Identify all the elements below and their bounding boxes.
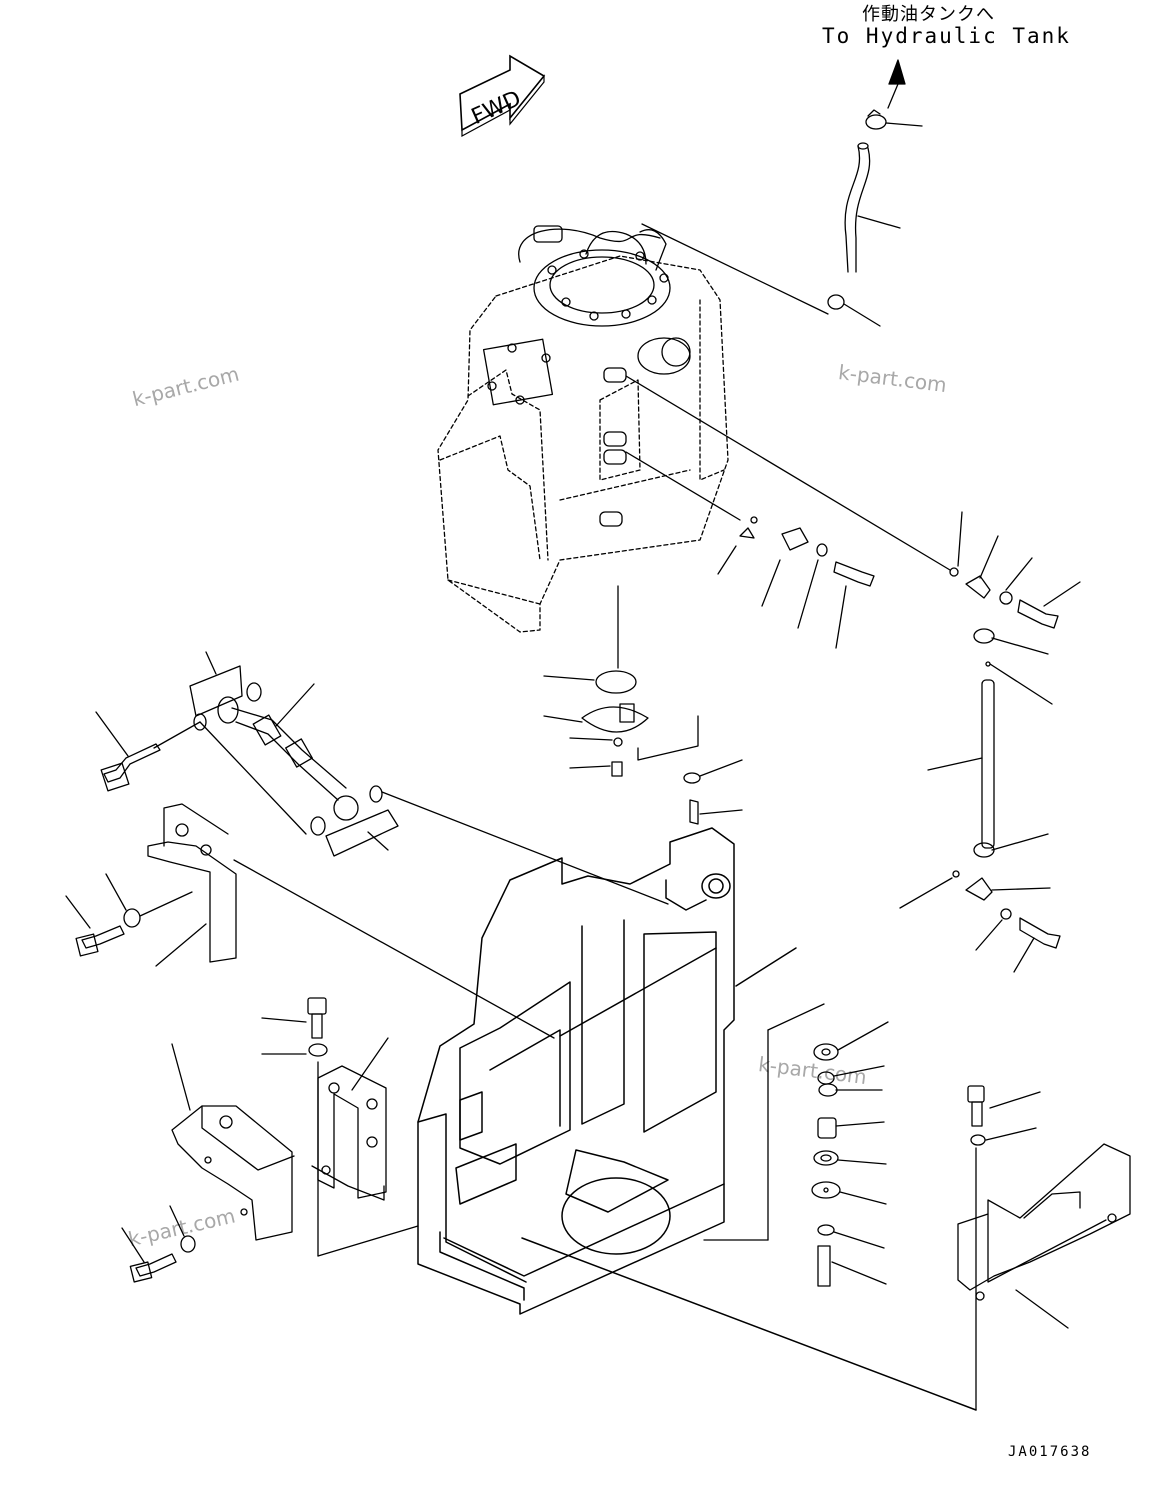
tank-mount-pads [599, 367, 627, 527]
tank-sender-flange [518, 225, 671, 327]
center-left-bolt [261, 997, 419, 1257]
destination-label-english: To Hydraulic Tank [822, 24, 1071, 48]
turnbuckle-rod [189, 651, 669, 905]
center-left-stay [311, 1037, 389, 1201]
destination-label-japanese: 作動油タンクへ [862, 4, 995, 25]
tank-side-port [482, 337, 691, 406]
pipe-clamp-bottom-set [899, 833, 1061, 973]
mount-washer-stack [703, 1003, 889, 1287]
hose-clamp-top [865, 109, 923, 130]
hose-clamp-bottom [641, 223, 881, 327]
left-bracket-upper [147, 803, 555, 1039]
drain-assembly [543, 585, 743, 825]
leader-line [625, 375, 951, 571]
pipe-clamp-top-set [949, 511, 1081, 705]
leader-line [625, 451, 741, 521]
hose [844, 142, 901, 273]
rod-bolt [95, 711, 201, 792]
main-tray [417, 827, 977, 1411]
right-tray-bolt [967, 1085, 1041, 1411]
vertical-pipe [927, 679, 995, 849]
fuel-tank [437, 255, 729, 633]
left-bracket-lower [171, 1043, 295, 1241]
left-bolt-upper [65, 873, 193, 957]
right-tray-bracket [957, 1143, 1131, 1329]
fwd-arrow-icon: FWD [459, 54, 546, 138]
tank-bracket-small [717, 516, 875, 649]
left-bolt-lower [121, 1205, 196, 1283]
drawing-number: JA017638 [1008, 1444, 1092, 1460]
flow-arrow-icon [887, 59, 906, 109]
